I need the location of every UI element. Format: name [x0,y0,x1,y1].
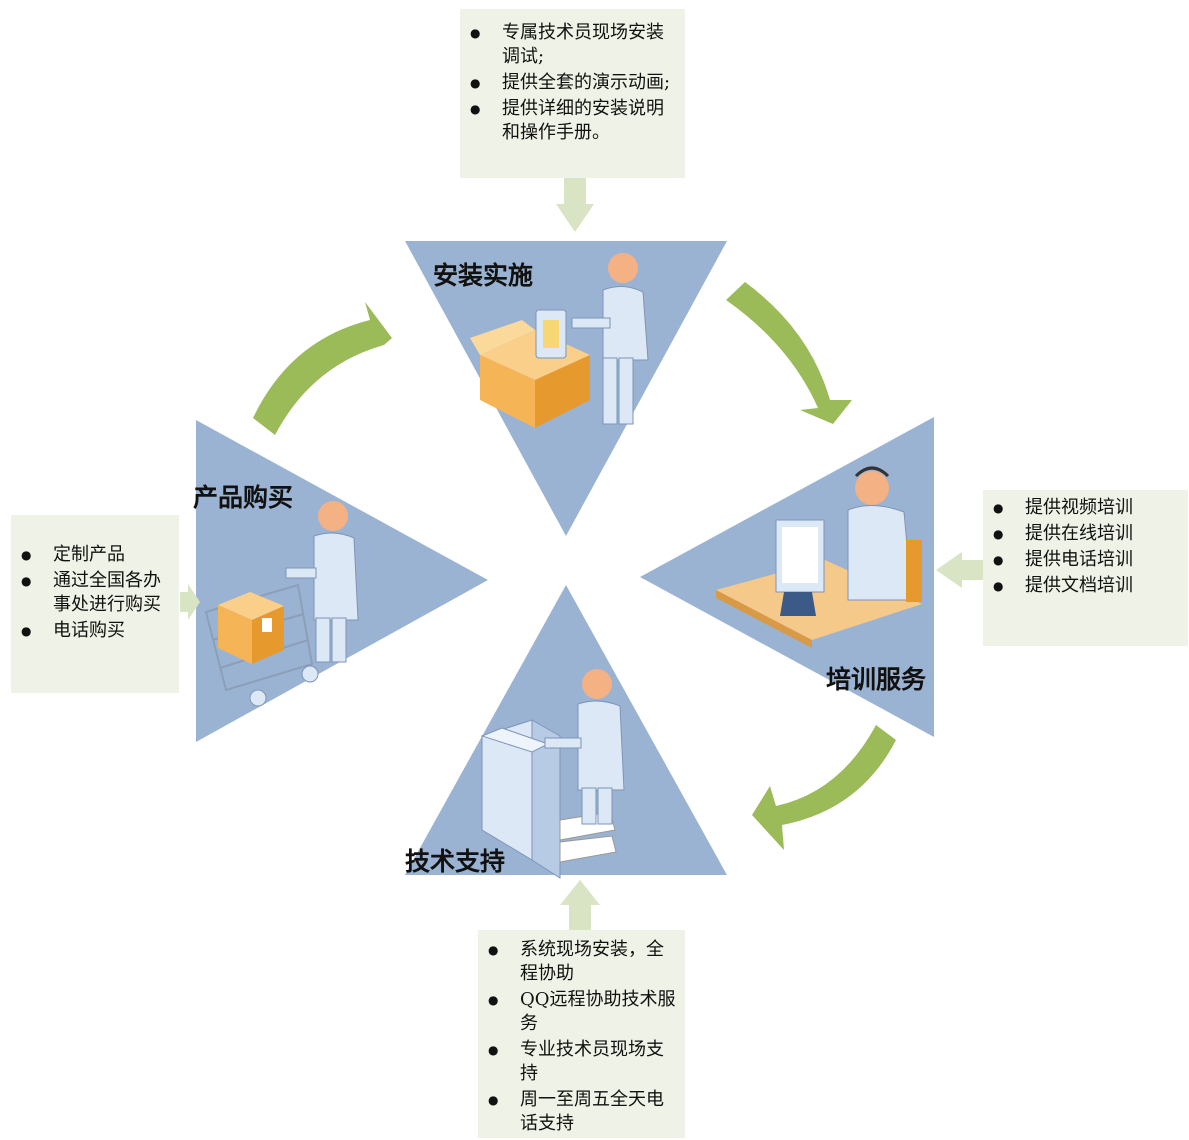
operator-with-headset-icon [716,466,922,648]
support-connector-arrow [560,880,600,931]
technician-with-box-icon [470,253,649,428]
support-note: 系统现场安装，全程协助 QQ远程协助技术服务 专业技术员现场支持 周一至周五全天… [478,930,685,1138]
training-note: 提供视频培训 提供在线培训 提供电话培训 提供文档培训 [983,490,1188,646]
support-note-item: 系统现场安装，全程协助 [478,938,677,986]
technician-with-printer-icon [480,669,625,879]
purchase-note: 定制产品 通过全国各办事处进行购买 电话购买 [11,515,179,693]
training-note-item: 提供文档培训 [983,574,1182,598]
install-note: 专属技术员现场安装调试; 提供全套的演示动画; 提供详细的安装说明和操作手册。 [460,9,685,178]
training-note-item: 提供电话培训 [983,548,1182,572]
support-note-item: QQ远程协助技术服务 [478,988,677,1036]
support-note-item: 周一至周五全天电话支持 [478,1088,677,1136]
purchase-connector-arrow [180,584,200,620]
cycle-arrow-install-to-training [726,282,852,424]
purchase-note-item: 电话购买 [11,619,173,643]
training-note-item: 提供视频培训 [983,496,1182,520]
install-connector-arrow [556,178,594,232]
cycle-arrow-training-to-support [752,725,896,850]
install-note-item: 专属技术员现场安装调试; [460,21,675,69]
support-note-item: 专业技术员现场支持 [478,1038,677,1086]
support-stage-title: 技术支持 [405,847,506,876]
install-stage-title: 安装实施 [433,261,534,290]
purchase-note-item: 通过全国各办事处进行购买 [11,569,173,617]
install-note-item: 提供详细的安装说明和操作手册。 [460,97,675,145]
training-note-item: 提供在线培训 [983,522,1182,546]
training-stage-title: 培训服务 [826,665,927,694]
install-note-item: 提供全套的演示动画; [460,71,675,95]
purchase-note-item: 定制产品 [11,543,173,567]
cycle-arrow-purchase-to-install [253,302,392,435]
purchase-stage-title: 产品购买 [193,483,294,512]
training-connector-arrow [936,552,984,588]
shopper-with-cart-icon [204,501,359,707]
